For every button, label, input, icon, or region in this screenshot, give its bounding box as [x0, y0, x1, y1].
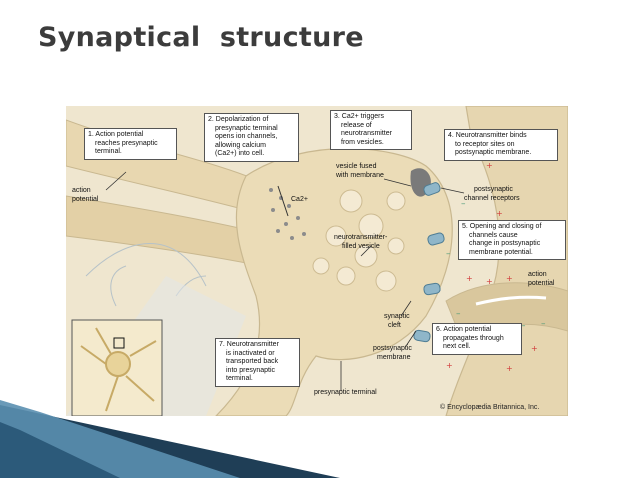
- callout-step6: 6. Action potential propagates through n…: [432, 323, 522, 355]
- callout-step3: 3. Ca2+ triggers release of neurotransmi…: [330, 110, 412, 150]
- corner-decoration: [0, 400, 340, 478]
- svg-text:–: –: [446, 249, 451, 259]
- inset-marker: [113, 337, 125, 349]
- inset-neuron: [80, 327, 157, 412]
- label-postsynaptic-membrane: postsynaptic membrane: [373, 345, 412, 361]
- callout-step5: 5. Opening and closing of channels cause…: [458, 220, 566, 260]
- svg-text:–: –: [456, 309, 461, 319]
- action-potential-arrow: [475, 295, 547, 306]
- svg-text:+: +: [486, 161, 493, 170]
- copyright-notice: © Encyclopædia Britannica, Inc.: [440, 404, 540, 411]
- svg-text:–: –: [461, 199, 466, 209]
- svg-text:+: +: [496, 209, 503, 218]
- label-ca2: Ca2+: [291, 196, 308, 203]
- label-postsynaptic-receptors: postsynaptic channel receptors: [464, 186, 520, 202]
- label-action-potential-right: action potential: [528, 271, 555, 287]
- calcium-arrow: [277, 185, 289, 217]
- svg-text:–: –: [541, 319, 546, 329]
- svg-text:+: +: [506, 364, 513, 373]
- label-vesicle-fused: vesicle fused with membrane: [336, 163, 384, 179]
- svg-text:+: +: [466, 274, 473, 283]
- vesicles: [312, 189, 406, 292]
- callout-step1: 1. Action potential reaches presynaptic …: [84, 128, 177, 160]
- callout-step7: 7. Neurotransmitter is inactivated or tr…: [215, 338, 300, 387]
- label-synaptic-cleft: synaptic cleft: [384, 313, 410, 329]
- receptors: [413, 182, 445, 343]
- svg-text:+: +: [446, 361, 453, 370]
- label-presynaptic-terminal: presynaptic terminal: [314, 389, 377, 396]
- label-action-potential-left: action potential: [72, 187, 99, 203]
- label-nt-vesicle: neurotransmitter- filled vesicle: [334, 234, 388, 250]
- svg-text:–: –: [521, 321, 526, 331]
- synapse-diagram: +++ +++ +++ ––– ––– –– 1. Action potenti…: [66, 106, 568, 416]
- callout-step2: 2. Depolarization of presynaptic termina…: [204, 113, 299, 162]
- callout-step4: 4. Neurotransmitter binds to receptor si…: [444, 129, 558, 161]
- slide-title: Synaptical structure: [38, 22, 364, 53]
- svg-text:+: +: [486, 277, 493, 286]
- svg-text:+: +: [531, 344, 538, 353]
- svg-text:+: +: [506, 274, 513, 283]
